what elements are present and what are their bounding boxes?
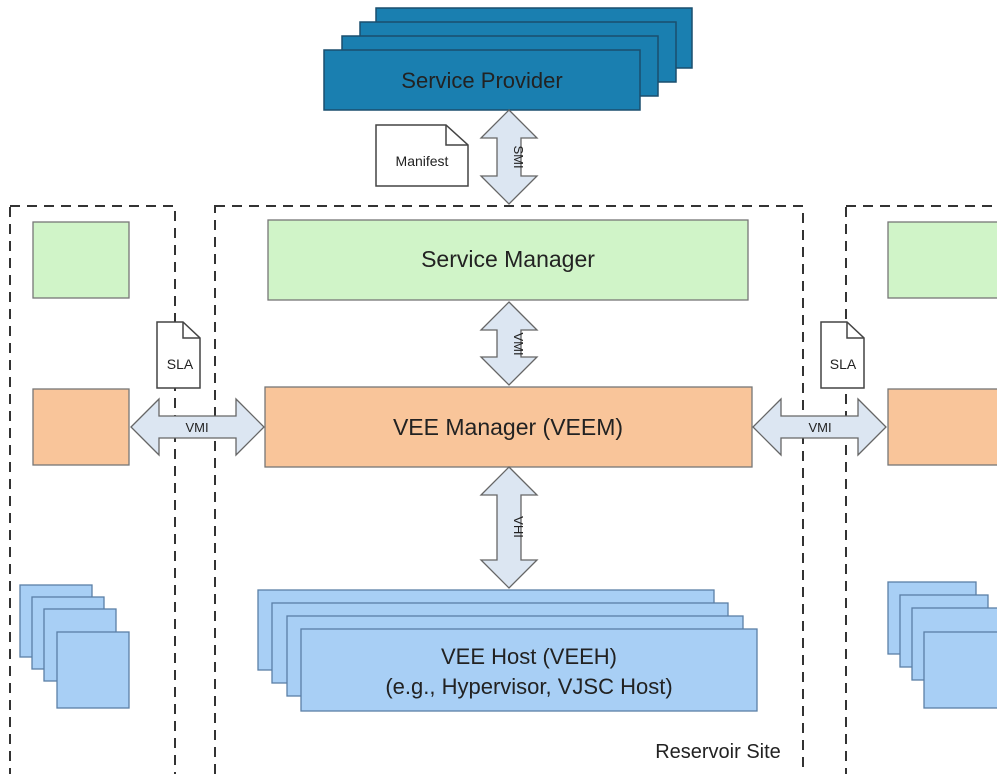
service-provider-box <box>323 49 641 111</box>
smi-arrow <box>479 109 539 205</box>
smi-label: SMI <box>511 145 526 168</box>
vee-host-subtitle: (e.g., Hypervisor, VJSC Host) <box>385 674 672 699</box>
veem-box <box>264 386 753 468</box>
right-host-stack <box>887 581 997 709</box>
service-manager-box <box>267 219 749 301</box>
service-manager-label: Service Manager <box>421 246 595 272</box>
vmi-left-label: VMI <box>185 420 208 435</box>
reservoir-site-label: Reservoir Site <box>655 741 781 763</box>
reservoir-site-boundary <box>214 205 804 774</box>
left-site-boundary <box>9 205 176 774</box>
right-veem-box <box>887 388 997 466</box>
service-provider-label: Service Provider <box>401 68 562 93</box>
vmi-vertical-arrow <box>479 301 539 386</box>
vee-host-stack <box>257 589 758 712</box>
veem-label: VEE Manager (VEEM) <box>393 414 623 440</box>
manifest-document <box>375 124 469 187</box>
vmi-vertical-label: VMI <box>511 332 526 355</box>
left-host-stack <box>19 584 130 709</box>
vmi-left-arrow <box>130 397 265 457</box>
left-service-manager-box <box>32 221 130 299</box>
left-veem-box <box>32 388 130 466</box>
vhi-arrow <box>479 466 539 589</box>
sla-left-label: SLA <box>167 356 194 372</box>
sla-left-document <box>156 321 201 389</box>
vmi-right-label: VMI <box>808 420 831 435</box>
vee-host-box <box>300 628 758 712</box>
vhi-label: VHI <box>511 516 526 538</box>
service-provider-stack <box>323 7 693 111</box>
sla-right-document <box>820 321 865 389</box>
vee-host-title: VEE Host (VEEH) <box>441 644 617 669</box>
right-site-boundary <box>845 205 997 774</box>
vmi-right-arrow <box>752 397 887 457</box>
right-service-manager-box <box>887 221 997 299</box>
manifest-label: Manifest <box>396 153 449 169</box>
sla-right-label: SLA <box>830 356 857 372</box>
